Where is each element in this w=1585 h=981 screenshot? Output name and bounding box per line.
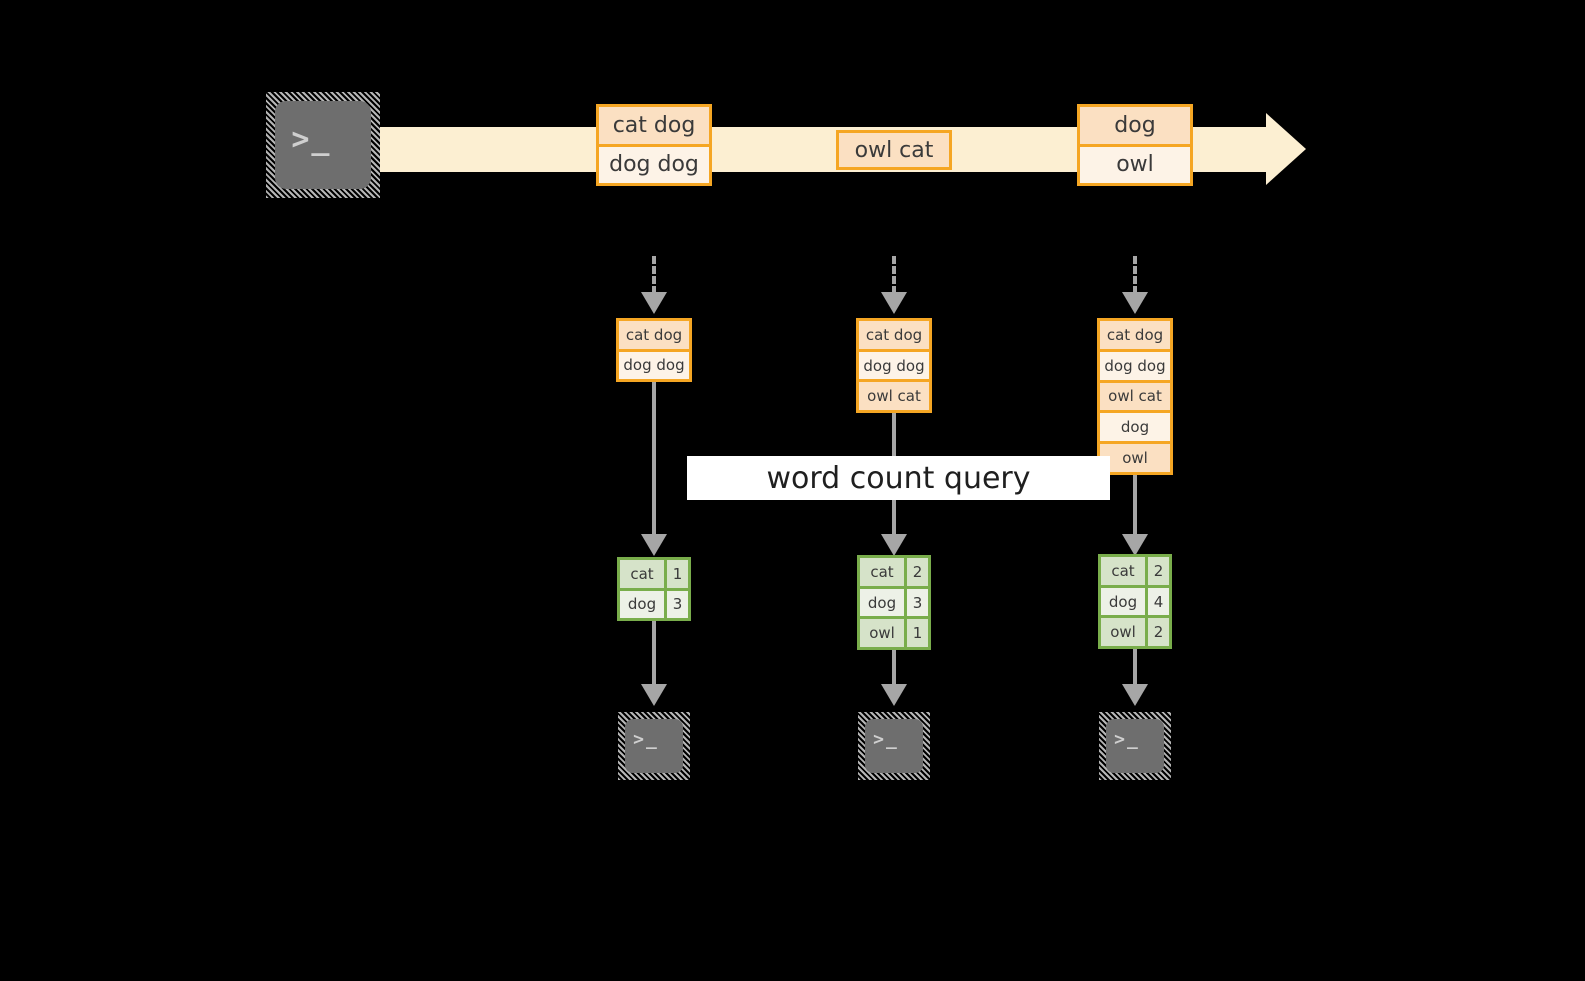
terminal-screen: >_ [1106, 719, 1164, 773]
stream-batch-line: dog [1080, 107, 1190, 144]
accumulated-input-2[interactable]: cat dog dog dog owl cat [856, 318, 932, 413]
accumulated-line: owl cat [1100, 379, 1170, 411]
table-row: cat 2 [1101, 557, 1169, 585]
result-table-2[interactable]: cat 2 dog 3 owl 1 [857, 555, 931, 650]
accumulated-line: cat dog [1100, 321, 1170, 349]
result-word: dog [1101, 587, 1145, 616]
terminal-prompt-glyph: >_ [1114, 728, 1140, 750]
result-word: cat [860, 558, 904, 586]
accumulated-line: dog dog [619, 348, 689, 379]
stream-batch-3[interactable]: dog owl [1077, 104, 1193, 186]
sink-connector-arrowhead-2 [881, 684, 907, 706]
accumulated-line: dog dog [859, 348, 929, 380]
table-row: dog 4 [1101, 584, 1169, 616]
result-count: 2 [904, 558, 928, 586]
table-row: owl 1 [860, 616, 928, 648]
dashed-connector-2 [892, 256, 896, 294]
result-table-3[interactable]: cat 2 dog 4 owl 2 [1098, 554, 1172, 649]
accumulated-line: owl [1100, 441, 1170, 472]
result-word: cat [1101, 557, 1145, 585]
sink-terminal-icon-2[interactable]: >_ [858, 712, 930, 780]
accumulated-input-3[interactable]: cat dog dog dog owl cat dog owl [1097, 318, 1173, 475]
stream-batch-1[interactable]: cat dog dog dog [596, 104, 712, 186]
dashed-connector-arrowhead-3 [1122, 292, 1148, 314]
sink-terminal-icon-1[interactable]: >_ [618, 712, 690, 780]
terminal-prompt-glyph: >_ [291, 122, 332, 158]
accumulated-line: dog [1100, 410, 1170, 442]
result-count: 3 [904, 588, 928, 617]
query-banner-label: word count query [766, 460, 1031, 496]
query-connector-3 [1133, 475, 1137, 537]
stream-batch-2[interactable]: owl cat [836, 130, 952, 170]
query-connector-arrowhead-1 [641, 534, 667, 556]
dashed-connector-arrowhead-2 [881, 292, 907, 314]
query-connector-1 [652, 382, 656, 537]
stream-batch-line: cat dog [599, 107, 709, 144]
terminal-prompt-glyph: >_ [873, 728, 899, 750]
stream-arrow-head [1266, 113, 1306, 185]
accumulated-line: dog dog [1100, 348, 1170, 380]
query-connector-arrowhead-3 [1122, 534, 1148, 556]
dashed-connector-arrowhead-1 [641, 292, 667, 314]
stream-batch-line: owl [1080, 143, 1190, 183]
result-table-1[interactable]: cat 1 dog 3 [617, 557, 691, 621]
query-banner: word count query [687, 456, 1110, 500]
result-word: dog [620, 590, 664, 618]
sink-connector-2 [892, 650, 896, 687]
table-row: dog 3 [620, 587, 688, 618]
result-count: 2 [1145, 557, 1169, 585]
sink-connector-arrowhead-3 [1122, 684, 1148, 706]
terminal-screen: >_ [865, 719, 923, 773]
table-row: dog 3 [860, 585, 928, 617]
accumulated-line: cat dog [859, 321, 929, 349]
stream-batch-line: owl cat [839, 133, 949, 167]
result-word: owl [1101, 618, 1145, 647]
terminal-screen: >_ [275, 101, 371, 189]
dashed-connector-3 [1133, 256, 1137, 294]
result-count: 2 [1145, 618, 1169, 647]
table-row: cat 2 [860, 558, 928, 586]
sink-connector-arrowhead-1 [641, 684, 667, 706]
source-terminal-icon[interactable]: >_ [266, 92, 380, 198]
result-word: dog [860, 588, 904, 617]
result-count: 1 [904, 619, 928, 648]
dashed-connector-1 [652, 256, 656, 294]
terminal-screen: >_ [625, 719, 683, 773]
query-connector-arrowhead-2 [881, 534, 907, 556]
terminal-prompt-glyph: >_ [633, 728, 659, 750]
result-word: owl [860, 619, 904, 648]
sink-connector-3 [1133, 649, 1137, 687]
result-count: 4 [1145, 587, 1169, 616]
result-word: cat [620, 560, 664, 588]
stream-batch-line: dog dog [599, 143, 709, 183]
sink-terminal-icon-3[interactable]: >_ [1099, 712, 1171, 780]
accumulated-line: owl cat [859, 379, 929, 411]
accumulated-line: cat dog [619, 321, 689, 349]
table-row: owl 2 [1101, 615, 1169, 647]
result-count: 3 [664, 590, 688, 618]
accumulated-input-1[interactable]: cat dog dog dog [616, 318, 692, 382]
result-count: 1 [664, 560, 688, 588]
table-row: cat 1 [620, 560, 688, 588]
sink-connector-1 [652, 621, 656, 687]
